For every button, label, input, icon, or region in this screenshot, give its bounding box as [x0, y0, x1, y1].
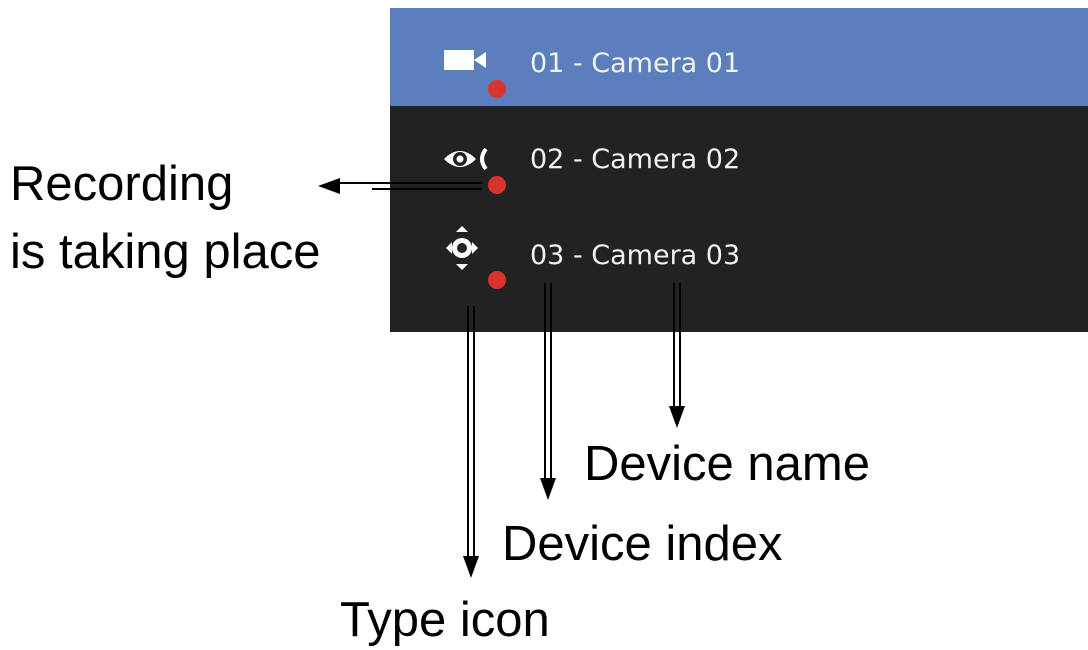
device-list-panel: 01 - Camera 01 02 - Camera 02 03 - Camer… [390, 8, 1088, 332]
device-label: 01 - Camera 01 [530, 48, 741, 79]
device-row-camera-01[interactable]: 01 - Camera 01 [390, 8, 1088, 106]
device-index-arrow [540, 283, 556, 500]
recording-annotation-line1: Recording [10, 157, 234, 211]
recording-indicator [488, 176, 506, 194]
recording-indicator [488, 271, 506, 289]
device-name-annotation: Device name [584, 437, 870, 491]
device-name-arrow [669, 283, 685, 428]
ptz-icon [446, 226, 478, 270]
video-camera-icon [444, 50, 486, 70]
type-icon-annotation: Type icon [340, 593, 550, 647]
device-row-camera-03[interactable]: 03 - Camera 03 [390, 208, 1088, 304]
device-row-camera-02[interactable]: 02 - Camera 02 [390, 112, 1088, 208]
device-label: 03 - Camera 03 [530, 240, 741, 271]
device-index-annotation: Device index [502, 517, 783, 571]
recording-arrow [318, 178, 482, 194]
eye-icon [444, 147, 488, 171]
recording-indicator [488, 80, 506, 98]
type-icon-arrow [463, 306, 479, 578]
recording-annotation-line2: is taking place [10, 225, 321, 279]
device-label: 02 - Camera 02 [530, 144, 741, 175]
